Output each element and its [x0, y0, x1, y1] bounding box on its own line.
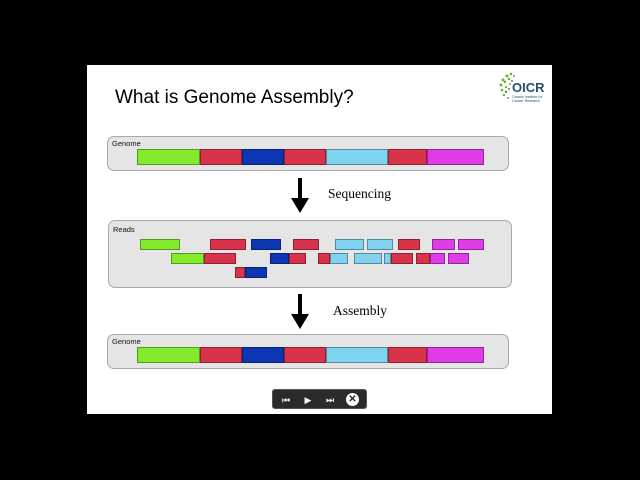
- read-fragment-blue: [245, 267, 267, 278]
- read-fragment-red: [398, 239, 420, 250]
- genome-segment-red: [284, 347, 326, 363]
- logo-mark-icon: [499, 72, 515, 99]
- genome-segment-magenta: [427, 347, 484, 363]
- genome-segment-red: [388, 347, 427, 363]
- close-icon[interactable]: ✕: [346, 393, 359, 406]
- genome-segment-cyan: [326, 149, 388, 165]
- logo-subtitle: Ontario Institute for Cancer Research: [512, 95, 543, 103]
- rewind-icon[interactable]: ⏮: [281, 395, 291, 405]
- read-fragment-blue: [251, 239, 281, 250]
- reads-label: Reads: [113, 225, 135, 234]
- genome-segment-red: [284, 149, 326, 165]
- sequencing-label: Sequencing: [328, 186, 391, 201]
- read-fragment-green: [171, 253, 204, 264]
- play-icon[interactable]: ▶: [304, 395, 312, 405]
- read-fragment-red: [235, 267, 245, 278]
- genome-segment-magenta: [427, 149, 484, 165]
- read-fragment-red: [416, 253, 430, 264]
- down-arrow-icon: [291, 294, 309, 329]
- genome-segment-red: [200, 347, 242, 363]
- read-fragment-green: [140, 239, 180, 250]
- genome-label: Genome: [112, 337, 141, 346]
- genome-segment-red: [388, 149, 427, 165]
- genome-segment-red: [200, 149, 242, 165]
- slide-title: What is Genome Assembly?: [115, 87, 354, 108]
- read-fragment-cyan: [335, 239, 364, 250]
- logo-wordmark: OICR: [512, 80, 545, 95]
- read-fragment-magenta: [430, 253, 445, 264]
- read-fragment-magenta: [448, 253, 469, 264]
- read-fragment-cyan: [384, 253, 391, 264]
- reads-panel: Reads: [108, 220, 512, 288]
- down-arrow-icon: [291, 178, 309, 213]
- reads-area: [109, 221, 511, 287]
- read-fragment-magenta: [458, 239, 484, 250]
- genome-segment-cyan: [326, 347, 388, 363]
- read-fragment-magenta: [432, 239, 455, 250]
- read-fragment-red: [293, 239, 319, 250]
- read-fragment-cyan: [367, 239, 393, 250]
- genome-segment-green: [137, 347, 200, 363]
- genome-segment-blue: [242, 347, 284, 363]
- read-fragment-cyan: [330, 253, 348, 264]
- genome-panel-bottom: Genome: [107, 334, 509, 369]
- read-fragment-red: [289, 253, 306, 264]
- read-fragment-red: [318, 253, 330, 264]
- genome-segment-green: [137, 149, 200, 165]
- read-fragment-red: [204, 253, 236, 264]
- read-fragment-cyan: [354, 253, 382, 264]
- read-fragment-red: [391, 253, 413, 264]
- genome-bar: [137, 347, 484, 363]
- presentation-slide: What is Genome Assembly? OICR Ontario In…: [87, 65, 552, 414]
- genome-label: Genome: [112, 139, 141, 148]
- genome-segment-blue: [242, 149, 284, 165]
- genome-panel-top: Genome: [107, 136, 509, 171]
- assembly-label: Assembly: [333, 303, 387, 318]
- genome-bar: [137, 149, 484, 165]
- read-fragment-red: [210, 239, 246, 250]
- oicr-logo: OICR Ontario Institute for Cancer Resear…: [497, 70, 549, 110]
- playback-controls: ⏮ ▶ ⏭ ✕: [272, 389, 367, 409]
- fast-forward-icon[interactable]: ⏭: [325, 395, 335, 405]
- read-fragment-blue: [270, 253, 289, 264]
